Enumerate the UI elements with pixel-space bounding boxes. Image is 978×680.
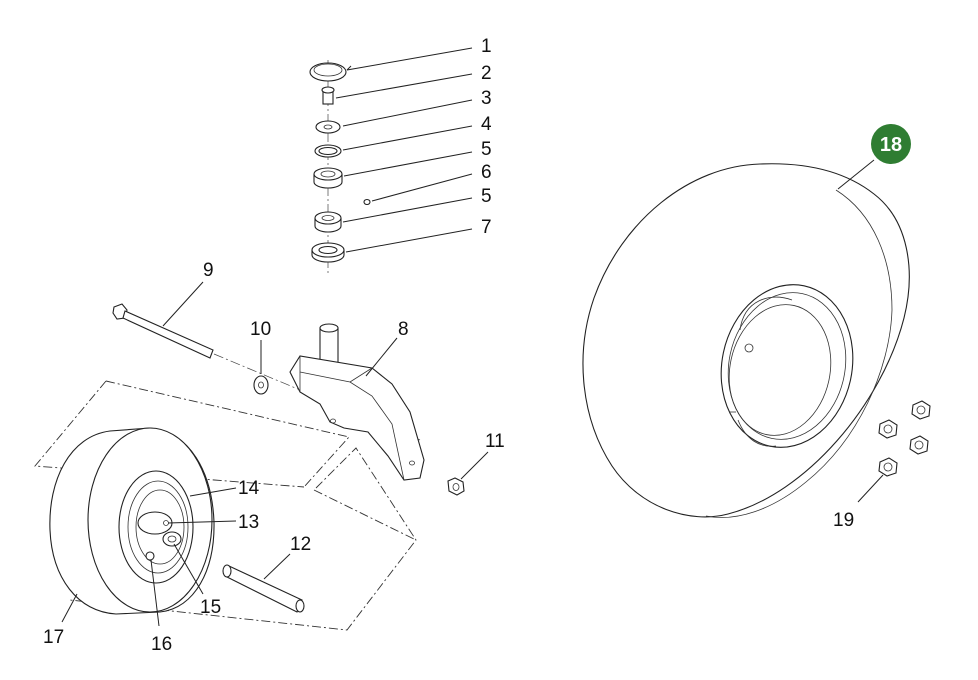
part-8-caster-fork [289,323,425,481]
leader-8 [365,337,398,377]
callout-1: 1 [481,36,492,57]
part-10-washer [253,375,269,395]
callout-6: 6 [481,162,492,183]
leader-12 [263,553,291,580]
callout-4: 4 [481,114,492,135]
callout-12: 12 [290,534,311,555]
callout-8: 8 [398,319,409,340]
callout-9: 9 [203,260,214,281]
leader-9 [162,281,204,327]
leader-11 [460,451,489,480]
part-2-bolt [321,86,335,105]
part-5-upper-bearing [313,167,343,189]
part-17-caster-wheel [49,427,215,615]
callout-7: 7 [481,217,492,238]
part-3-washer [315,120,341,134]
callout-18: 18 [880,134,902,156]
callout-18-badge: 18 [871,124,911,164]
callout-16: 16 [151,634,172,655]
leader-19 [857,474,884,503]
part-19-lug-nuts [878,400,931,477]
leader-18 [837,159,875,190]
part-18-drive-tire [582,163,910,518]
part-7-seal [311,242,345,263]
wheel-leaders [61,487,237,627]
callout-13: 13 [238,512,259,533]
callout-19: 19 [833,510,854,531]
callout-5-lower: 5 [481,186,492,207]
assembly-dashed-outline [34,380,417,631]
callout-5-upper: 5 [481,139,492,160]
callout-11: 11 [485,431,505,452]
callout-2: 2 [481,63,492,84]
stack-leaders [335,47,473,253]
badge-circle [871,124,911,164]
caster-bearing-stack [309,60,371,275]
part-6-grease-fitting [363,198,371,206]
callout-14: 14 [238,478,260,499]
callout-3: 3 [481,88,492,109]
part-12-spacer-tube [222,564,305,613]
callout-10: 10 [250,319,271,340]
callout-15: 15 [200,597,221,618]
callout-17: 17 [43,627,64,648]
callout-labels: 1 2 3 4 5 6 5 7 8 9 10 11 12 13 14 15 16… [43,36,854,655]
part-11-lock-nut [447,477,465,496]
part-5-lower-bearing [314,211,342,233]
part-4-snap-ring [314,144,342,158]
part-1-dust-cap [309,62,347,82]
